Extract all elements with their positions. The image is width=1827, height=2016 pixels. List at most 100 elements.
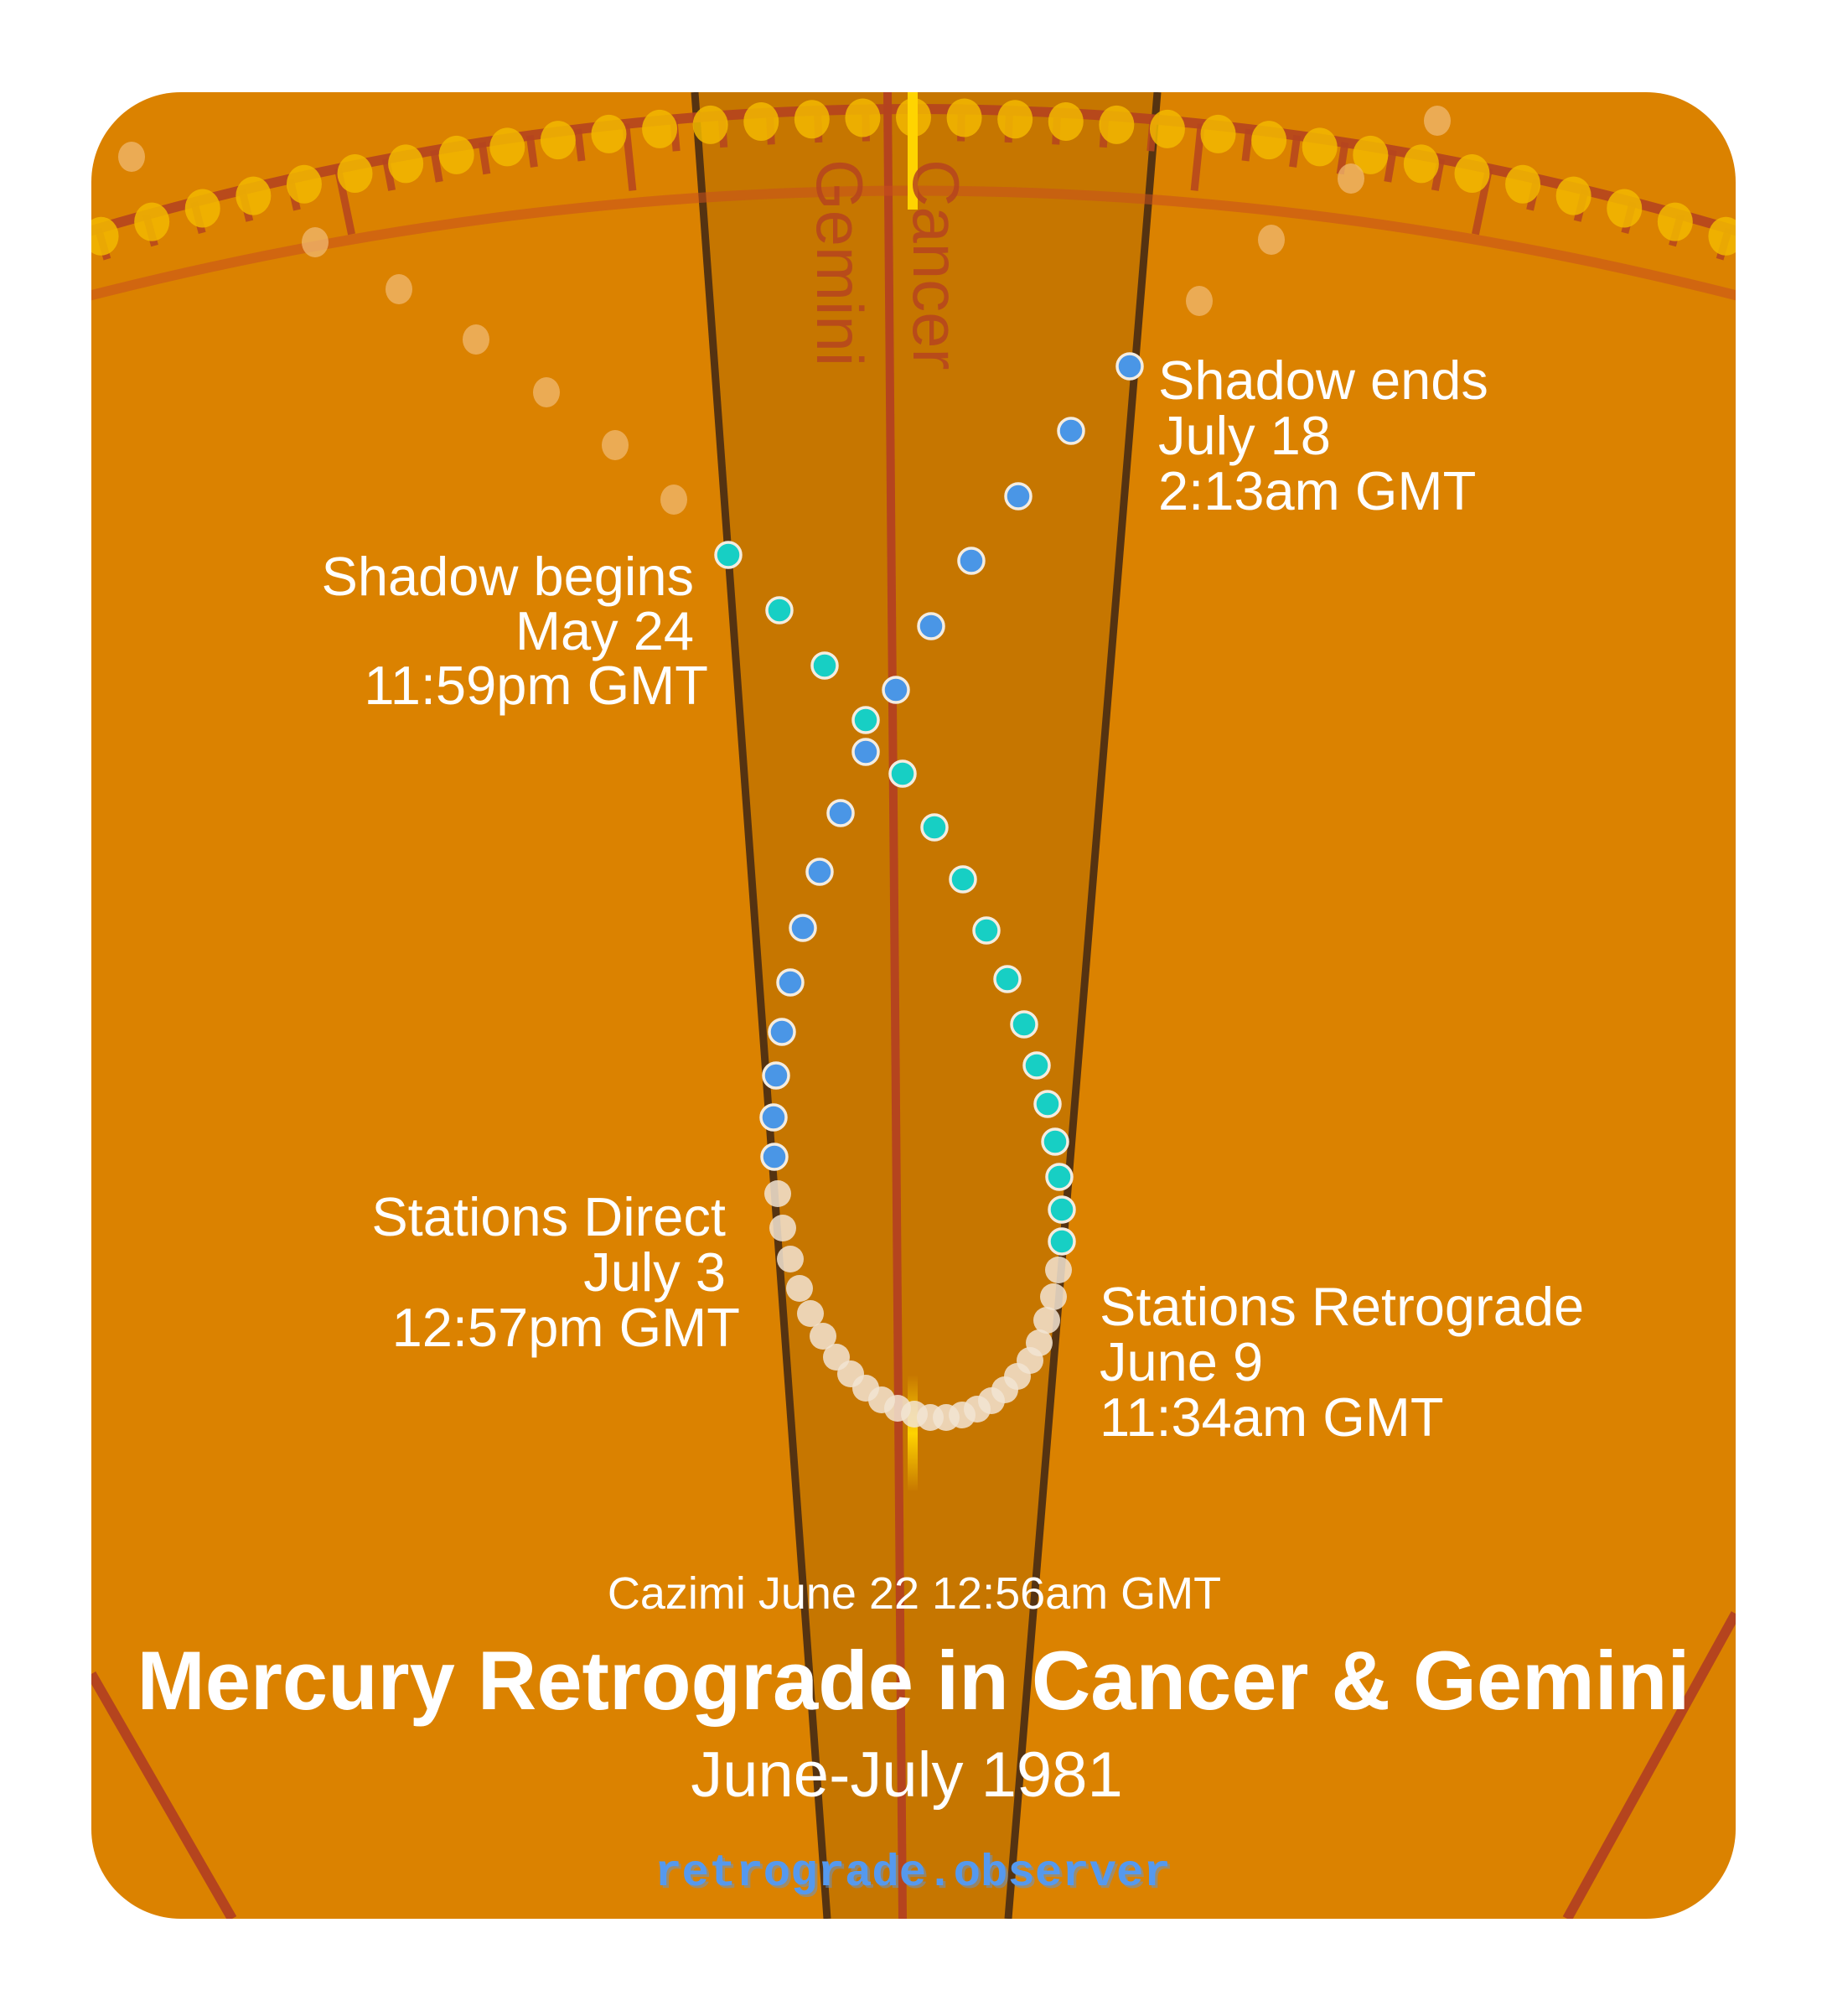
faint-dot [386, 274, 412, 304]
arc-tick [1190, 123, 1205, 191]
pre-shadow-dot [1048, 1195, 1076, 1224]
stations-direct-date: July 3 [583, 1241, 726, 1303]
label-shadow-begins: Shadow begins May 24 11:59pm GMT [322, 546, 709, 716]
stations-retrograde-time: 11:34am GMT [1100, 1386, 1444, 1448]
stations-direct-title: Stations Direct [371, 1186, 726, 1247]
post-shadow-dot [760, 1143, 789, 1171]
arc-dot [997, 100, 1033, 139]
shadow-begins-time: 11:59pm GMT [364, 655, 708, 716]
arc-dot [1149, 109, 1185, 148]
shadow-ends-date: July 18 [1158, 405, 1331, 466]
arc-dot [540, 121, 576, 160]
arc-dot [33, 232, 68, 271]
site-link-shadow: retrograde.observer [657, 1851, 1173, 1902]
pre-shadow-dot [810, 651, 839, 680]
arc-dot [489, 127, 525, 167]
shadow-begins-title: Shadow begins [322, 546, 695, 607]
pre-shadow-dot [851, 706, 880, 734]
pre-shadow-dot [1033, 1090, 1062, 1118]
arc-dot [845, 98, 881, 137]
arc-dot [184, 189, 220, 228]
arc-dot [1251, 121, 1287, 160]
pre-shadow-dot [920, 813, 949, 842]
arc-tick [430, 149, 443, 183]
post-shadow-dot [789, 914, 817, 942]
chart-title: Mercury Retrograde in Cancer & Gemini [137, 1634, 1690, 1727]
arc-dot [1505, 164, 1541, 204]
band-right-border [1004, 92, 1162, 1919]
pre-shadow-dot [949, 865, 977, 894]
sign-label-gemini: Gemini [803, 159, 877, 366]
arc-dot [1048, 101, 1084, 141]
background-dots [118, 106, 1451, 515]
faint-dot [1338, 163, 1364, 194]
arc-dot [438, 135, 474, 174]
arc-dot [1353, 135, 1389, 174]
stations-retrograde-date: June 9 [1100, 1331, 1263, 1392]
chart-subtitle: June-July 1981 [691, 1739, 1122, 1811]
arc-tick [50, 243, 70, 307]
retrograde-dot [786, 1275, 813, 1302]
shadow-ends-title: Shadow ends [1158, 350, 1488, 411]
shadow-begins-date: May 24 [515, 600, 694, 661]
arc-dot [794, 100, 830, 139]
faint-dot [118, 142, 145, 172]
stations-retrograde-title: Stations Retrograde [1100, 1276, 1584, 1337]
mercury-path [714, 352, 1144, 1431]
arc-dot [134, 202, 170, 241]
arc-tick [622, 123, 637, 191]
site-link[interactable]: retrograde.observer [655, 1848, 1171, 1899]
pre-shadow-dot [765, 596, 794, 624]
pre-shadow-dot [1041, 1127, 1069, 1156]
retrograde-dot [769, 1215, 796, 1241]
arc-dot [91, 216, 119, 256]
cazimi-label: Cazimi June 22 12:56am GMT [608, 1568, 1221, 1619]
arc-dot [1607, 189, 1643, 228]
pre-shadow-dot [1048, 1227, 1076, 1256]
arc-dot [1555, 176, 1592, 215]
arc-dot [1200, 114, 1236, 153]
retrograde-dot [797, 1300, 824, 1327]
retrograde-dot [823, 1344, 850, 1371]
stations-direct-time: 12:57pm GMT [392, 1297, 740, 1358]
arc-dot [642, 109, 678, 148]
arc-dot [1302, 127, 1338, 167]
retrograde-dot [1045, 1257, 1072, 1283]
shadow-ends-time: 2:13am GMT [1158, 460, 1476, 521]
faint-dot [602, 430, 629, 460]
pre-shadow-dot [1022, 1051, 1051, 1080]
faint-dot [1424, 106, 1451, 136]
arc-dot [946, 98, 982, 137]
arc-tick [1757, 243, 1777, 307]
label-stations-direct: Stations Direct July 3 12:57pm GMT [371, 1186, 740, 1358]
faint-dot [302, 227, 329, 257]
sun-glow [908, 1375, 918, 1492]
arc-dot [1403, 144, 1439, 184]
post-shadow-dot [762, 1061, 790, 1090]
arc-dot [1708, 216, 1736, 256]
faint-dot [533, 377, 560, 407]
arc-tick [1289, 134, 1302, 168]
arc-dot [1099, 105, 1135, 144]
label-shadow-ends: Shadow ends July 18 2:13am GMT [1158, 350, 1488, 521]
retrograde-dot [764, 1180, 791, 1207]
post-shadow-dot [1004, 482, 1033, 510]
arc-dot [692, 105, 728, 144]
arc-dot [743, 101, 779, 141]
retrograde-dot [810, 1323, 836, 1350]
retrograde-dot [1040, 1283, 1067, 1310]
arc-tick [525, 134, 538, 168]
pre-shadow-dot [972, 916, 1001, 945]
arc-dot [337, 153, 373, 193]
post-shadow-dot [1057, 417, 1085, 445]
arc-dot [235, 176, 272, 215]
post-shadow-dot [882, 676, 910, 704]
post-shadow-dot [826, 799, 855, 827]
post-shadow-dot [805, 858, 834, 886]
retrograde-dot [777, 1246, 804, 1272]
arc-dot [388, 144, 424, 184]
arc-dot [286, 164, 322, 204]
arc-tick [478, 142, 491, 175]
arc-dot [591, 114, 627, 153]
